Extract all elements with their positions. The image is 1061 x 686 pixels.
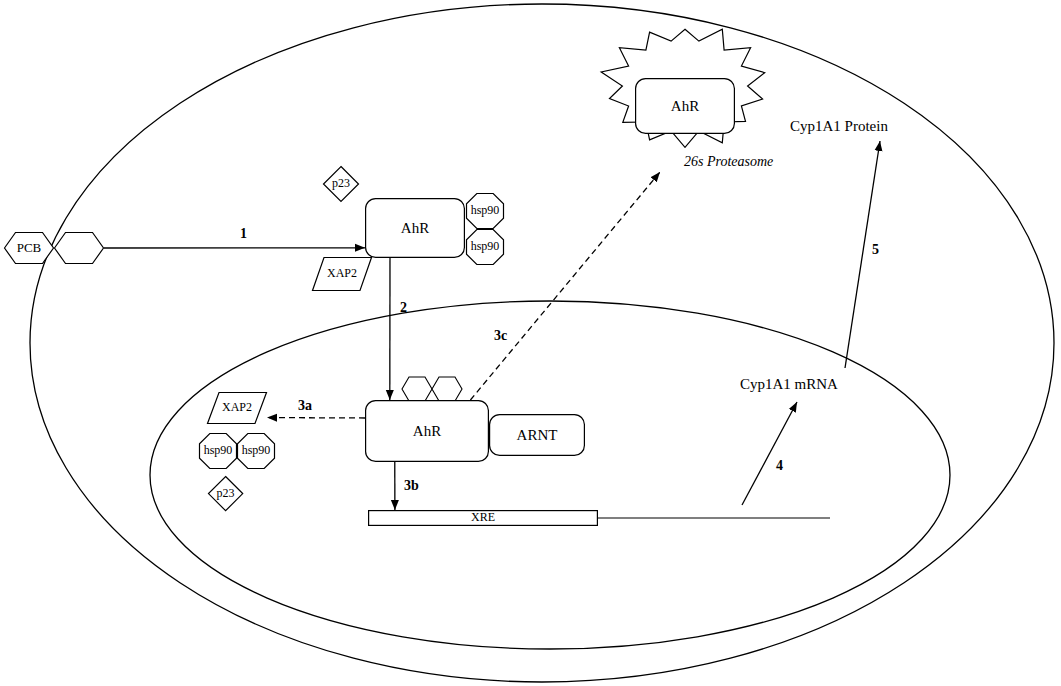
gene-line [598, 517, 830, 518]
chaperone-octagon: hsp90 [199, 433, 237, 469]
chaperone-octagon-path [467, 230, 504, 265]
step-number: 5 [872, 242, 879, 257]
node-label: 26s Proteasome [684, 152, 798, 172]
cochaperone-parallelogram-path [208, 393, 267, 424]
nuclear-envelope [150, 301, 950, 649]
cochaperone-diamond: p23 [208, 476, 243, 511]
cochaperone-diamond: p23 [323, 166, 359, 202]
cochaperone-parallelogram: XAP2 [312, 257, 372, 291]
cochaperone-parallelogram: XAP2 [207, 392, 267, 424]
proteasome-star: 26s Proteasome AhR [598, 22, 798, 172]
chaperone-octagon: hsp90 [466, 229, 504, 265]
node-label: XRE [368, 510, 598, 526]
node-label: hsp90 [466, 193, 504, 229]
node-label: p23 [323, 166, 359, 202]
protein-box-path [490, 415, 585, 456]
node-label: AhR [635, 78, 735, 134]
chaperone-octagon-path [238, 434, 275, 469]
product-label: Cyp1A1 mRNA [740, 376, 838, 393]
step-number: 3b [404, 478, 419, 493]
node-label: hsp90 [199, 433, 237, 469]
node-label: ARNT [489, 414, 585, 456]
protein-box-path [636, 79, 735, 134]
step-number: 2 [400, 300, 407, 315]
node-label: PCB [4, 232, 54, 264]
node-label: AhR [365, 198, 465, 258]
protein-box-path [366, 401, 489, 462]
cochaperone-parallelogram-path [313, 258, 372, 291]
protein-box: AhR [365, 400, 489, 462]
node-label: XAP2 [207, 392, 267, 424]
node-label: XAP2 [312, 257, 372, 291]
proteasome-star-path [601, 29, 765, 147]
pathway-arrow [389, 258, 391, 400]
ligand-hexagon-path [5, 233, 54, 264]
ligand-hexagon [402, 377, 432, 401]
transcription-arrow [742, 402, 797, 505]
protein-box: AhR [635, 78, 735, 134]
pathway-arrow [394, 462, 395, 510]
node-label: hsp90 [237, 433, 275, 469]
step-number: 1 [240, 226, 247, 241]
pathway-arrow [104, 247, 365, 248]
chaperone-octagon-path [467, 194, 504, 229]
pathway-arrow [267, 417, 365, 419]
ligand-hexagon [432, 377, 462, 401]
product-label: Cyp1A1 Protein [790, 118, 888, 135]
ligand-hexagon: PCB [4, 232, 104, 264]
cochaperone-diamond-path [209, 477, 243, 511]
chaperone-octagon-path [200, 434, 237, 469]
step-number: 3a [298, 398, 312, 413]
chaperone-octagon: hsp90 [466, 193, 504, 229]
dna-element-box: XRE [368, 510, 598, 526]
node-label: AhR [365, 400, 489, 462]
step-number: 3c [494, 328, 507, 343]
protein-box: AhR [365, 198, 465, 258]
dna-element-box-path [369, 511, 598, 526]
cochaperone-diamond-path [324, 167, 359, 202]
ligand-hexagon-path [55, 233, 104, 264]
node-label: hsp90 [466, 229, 504, 265]
cell-membrane [30, 4, 1054, 682]
protein-box: ARNT [489, 414, 585, 456]
node-label: p23 [208, 476, 243, 511]
step-number: 4 [776, 458, 783, 473]
protein-box-path [366, 199, 465, 258]
chaperone-octagon: hsp90 [237, 433, 275, 469]
translation-arrow [845, 141, 880, 368]
